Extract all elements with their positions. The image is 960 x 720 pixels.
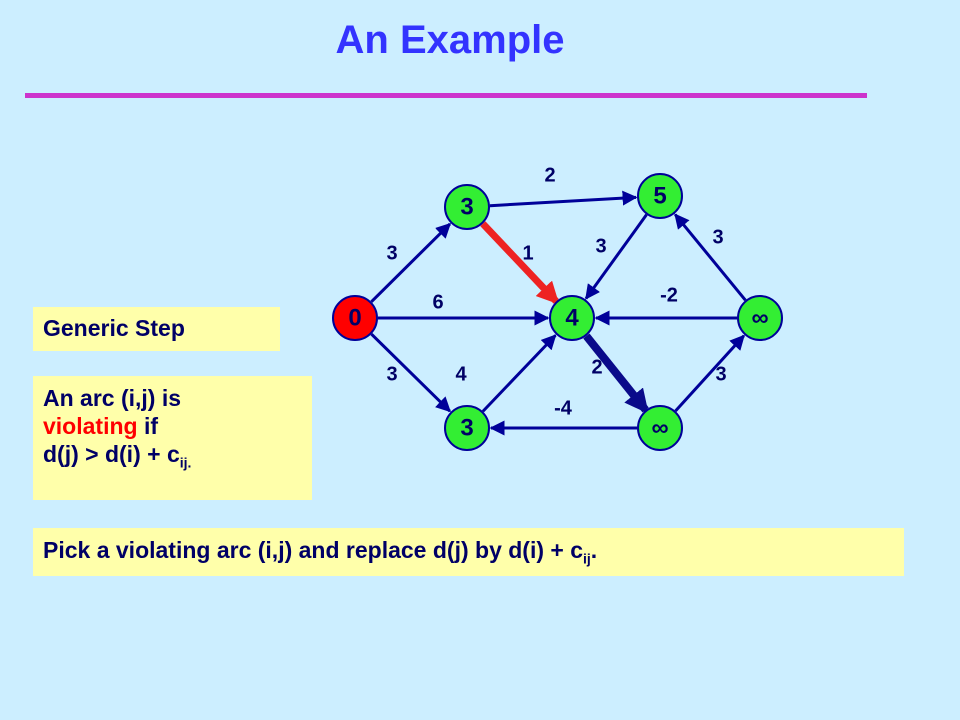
definition-line-2: violating if (43, 412, 302, 440)
node-b (637, 173, 683, 219)
definition-formula: d(j) > d(i) + c (43, 441, 180, 467)
arc-s-e (370, 333, 451, 413)
node-e (444, 405, 490, 451)
arc-cost-f-e: -4 (554, 397, 573, 419)
node-distance-b: 5 (653, 182, 666, 209)
node-distance-a: 3 (460, 193, 473, 220)
definition-line-1: An arc (i,j) is (43, 385, 182, 411)
title-divider (25, 93, 867, 98)
arc-cost-d-b: 3 (712, 226, 723, 248)
arc-cost-s-a: 3 (386, 242, 397, 264)
definition-line-3: d(j) > d(i) + cij. (43, 440, 302, 477)
arc-cost-d-c: -2 (660, 284, 678, 306)
arc-cost-f-d: 3 (715, 363, 726, 385)
definition-subscript: ij. (179, 454, 192, 471)
node-d (737, 295, 783, 341)
node-c (549, 295, 595, 341)
node-distance-f: ∞ (651, 414, 668, 441)
arc-cost-e-c: 4 (455, 363, 467, 385)
if-word: if (137, 413, 159, 439)
pick-rule-subscript: ij (583, 550, 591, 567)
arc-cost-a-c: 1 (522, 242, 533, 264)
node-s (332, 295, 378, 341)
arc-cost-s-c: 6 (432, 291, 443, 313)
pick-rule-end: . (590, 537, 598, 563)
node-distance-s: 0 (348, 304, 361, 331)
arc-cost-a-b: 2 (544, 164, 555, 186)
arc-cost-s-e: 3 (386, 363, 397, 385)
pick-rule-text: Pick a violating arc (i,j) and replace d… (43, 537, 584, 563)
arc-d-b (674, 213, 747, 302)
arc-a-c (480, 221, 560, 305)
arc-b-c (584, 213, 648, 300)
arc-f-d (674, 334, 745, 412)
generic-step-box: Generic Step (33, 307, 280, 351)
node-f (637, 405, 683, 451)
pick-rule-box: Pick a violating arc (i,j) and replace d… (33, 528, 904, 576)
node-a (444, 184, 490, 230)
violating-word: violating (43, 413, 138, 439)
node-distance-e: 3 (460, 414, 473, 441)
node-distance-c: 4 (565, 304, 579, 331)
arc-e-c (481, 334, 557, 413)
arc-a-b (489, 190, 638, 208)
arc-s-a (370, 222, 452, 303)
page-title: An Example (335, 18, 565, 62)
arc-cost-b-c: 3 (595, 235, 606, 257)
arc-c-f (583, 333, 649, 414)
node-distance-d: ∞ (751, 304, 768, 331)
generic-step-label: Generic Step (43, 315, 185, 341)
violating-definition-box: An arc (i,j) is violating if d(j) > d(i)… (33, 376, 312, 500)
arc-cost-c-f: 2 (591, 356, 602, 378)
